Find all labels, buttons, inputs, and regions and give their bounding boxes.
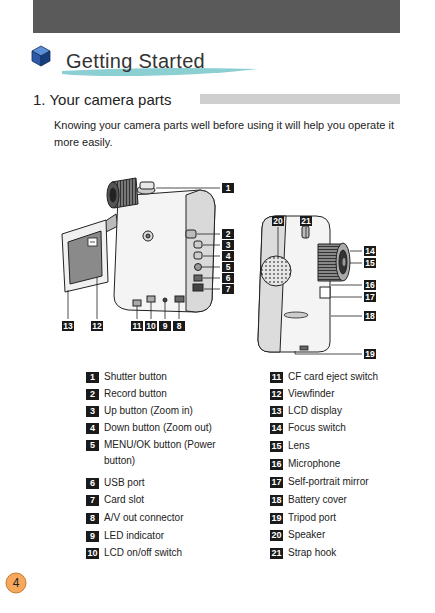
callout-number: 10 bbox=[145, 321, 157, 331]
callout-number: 13 bbox=[62, 321, 74, 331]
part-name: USB port bbox=[104, 475, 222, 491]
callout-number: 20 bbox=[272, 216, 284, 226]
part-name: Focus switch bbox=[288, 420, 406, 436]
key-number: 7 bbox=[86, 495, 99, 506]
key-number: 2 bbox=[86, 389, 99, 400]
key-number: 5 bbox=[86, 440, 99, 451]
key-number: 1 bbox=[86, 372, 99, 383]
camcorder-front-view bbox=[258, 216, 350, 352]
cube-icon bbox=[32, 46, 50, 66]
callout-number: 15 bbox=[364, 258, 376, 268]
intro-paragraph: Knowing your camera parts well before us… bbox=[54, 117, 404, 151]
header-bar bbox=[33, 0, 400, 33]
key-number: 10 bbox=[86, 548, 99, 559]
part-name: Microphone bbox=[288, 456, 406, 472]
section-heading: 1. Your camera parts bbox=[33, 91, 171, 108]
key-number: 11 bbox=[270, 372, 283, 383]
callout-number: 2 bbox=[222, 229, 234, 239]
page-number: 4 bbox=[6, 573, 26, 593]
part-name: CF card eject switch bbox=[288, 369, 406, 385]
part-name: Tripod port bbox=[288, 510, 406, 526]
part-name: Lens bbox=[288, 438, 406, 454]
key-number: 12 bbox=[270, 389, 283, 400]
callout-number: 5 bbox=[222, 262, 234, 272]
part-name: Strap hook bbox=[288, 545, 406, 561]
part-name: Battery cover bbox=[288, 492, 406, 508]
callout-number: 19 bbox=[364, 349, 376, 359]
callout-number: 11 bbox=[131, 321, 143, 331]
callout-number: 8 bbox=[173, 321, 185, 331]
leader-lines bbox=[68, 188, 362, 354]
part-name: Speaker bbox=[288, 527, 406, 543]
part-name: Down button (Zoom out) bbox=[104, 420, 222, 436]
callout-number: 4 bbox=[222, 251, 234, 261]
part-name: MENU/OK button (Power button) bbox=[104, 437, 222, 469]
callout-number: 17 bbox=[364, 292, 376, 302]
callout-number: 7 bbox=[222, 284, 234, 294]
key-number: 17 bbox=[270, 477, 283, 488]
part-name: LCD on/off switch bbox=[104, 545, 222, 561]
key-number: 20 bbox=[270, 530, 283, 541]
part-name: Record button bbox=[104, 386, 222, 402]
page-number-badge bbox=[6, 573, 26, 593]
part-name: Shutter button bbox=[104, 369, 222, 385]
page-title: Getting Started bbox=[66, 50, 205, 73]
key-number: 8 bbox=[86, 513, 99, 524]
key-number: 3 bbox=[86, 406, 99, 417]
part-name: LCD display bbox=[288, 403, 406, 419]
key-number: 18 bbox=[270, 495, 283, 506]
key-number: 9 bbox=[86, 531, 99, 542]
callout-number: 3 bbox=[222, 240, 234, 250]
key-number: 21 bbox=[270, 548, 283, 559]
callout-number: 12 bbox=[91, 321, 103, 331]
callout-number: 21 bbox=[300, 216, 312, 226]
callout-number: 16 bbox=[364, 280, 376, 290]
key-number: 4 bbox=[86, 423, 99, 434]
heading-bar bbox=[200, 94, 400, 104]
callout-number: 1 bbox=[222, 183, 234, 193]
callout-number: 14 bbox=[364, 246, 376, 256]
callout-number: 9 bbox=[159, 321, 171, 331]
key-number: 16 bbox=[270, 459, 283, 470]
part-name: A/V out connector bbox=[104, 510, 222, 526]
callout-number: 6 bbox=[222, 273, 234, 283]
part-name: Card slot bbox=[104, 492, 222, 508]
key-number: 15 bbox=[270, 441, 283, 452]
key-number: 19 bbox=[270, 513, 283, 524]
callout-number: 18 bbox=[364, 311, 376, 321]
key-number: 6 bbox=[86, 478, 99, 489]
key-number: 13 bbox=[270, 406, 283, 417]
camcorder-side-view bbox=[62, 178, 215, 312]
part-name: Viewfinder bbox=[288, 386, 406, 402]
part-name: Self-portrait mirror bbox=[288, 474, 406, 490]
part-name: Up button (Zoom in) bbox=[104, 403, 222, 419]
key-number: 14 bbox=[270, 423, 283, 434]
part-name: LED indicator bbox=[104, 528, 222, 544]
